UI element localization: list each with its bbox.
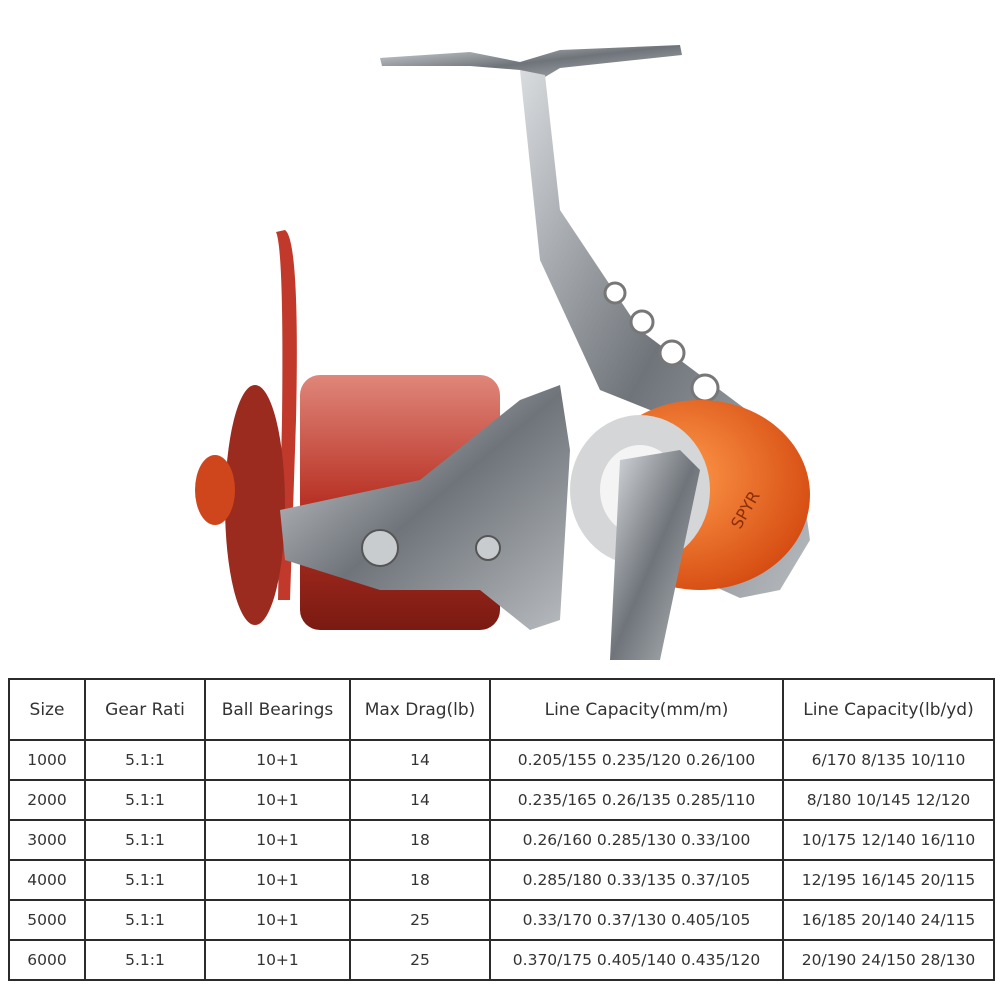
cell-line-capacity-mm: 0.370/175 0.405/140 0.435/120 [489, 939, 784, 981]
header-size: Size [8, 678, 86, 741]
header-ball-bearings: Ball Bearings [204, 678, 351, 741]
cell-max-drag: 14 [349, 739, 491, 781]
cell-gear-ratio: 5.1:1 [84, 939, 206, 981]
header-max-drag: Max Drag(lb) [349, 678, 491, 741]
cell-gear-ratio: 5.1:1 [84, 739, 206, 781]
cell-line-capacity-lb: 20/190 24/150 28/130 [782, 939, 995, 981]
cell-line-capacity-lb: 16/185 20/140 24/115 [782, 899, 995, 941]
cell-size: 2000 [8, 779, 86, 821]
cell-size: 4000 [8, 859, 86, 901]
cell-line-capacity-lb: 6/170 8/135 10/110 [782, 739, 995, 781]
cell-size: 1000 [8, 739, 86, 781]
cell-line-capacity-mm: 0.26/160 0.285/130 0.33/100 [489, 819, 784, 861]
cell-gear-ratio: 5.1:1 [84, 899, 206, 941]
cell-size: 3000 [8, 819, 86, 861]
header-gear-ratio: Gear Rati [84, 678, 206, 741]
cell-ball-bearings: 10+1 [204, 859, 351, 901]
cell-size: 5000 [8, 899, 86, 941]
spec-table: Size Gear Rati Ball Bearings Max Drag(lb… [8, 678, 995, 981]
cell-ball-bearings: 10+1 [204, 939, 351, 981]
cell-line-capacity-mm: 0.285/180 0.33/135 0.37/105 [489, 859, 784, 901]
handle-grip [610, 450, 700, 660]
rotor [280, 385, 570, 630]
cell-line-capacity-mm: 0.235/165 0.26/135 0.285/110 [489, 779, 784, 821]
cell-size: 6000 [8, 939, 86, 981]
cell-ball-bearings: 10+1 [204, 739, 351, 781]
cell-line-capacity-lb: 10/175 12/140 16/110 [782, 819, 995, 861]
cell-max-drag: 18 [349, 819, 491, 861]
cell-max-drag: 25 [349, 899, 491, 941]
cell-gear-ratio: 5.1:1 [84, 859, 206, 901]
cell-max-drag: 18 [349, 859, 491, 901]
cell-ball-bearings: 10+1 [204, 779, 351, 821]
header-line-capacity-mm: Line Capacity(mm/m) [489, 678, 784, 741]
header-line-capacity-lb: Line Capacity(lb/yd) [782, 678, 995, 741]
cell-line-capacity-lb: 12/195 16/145 20/115 [782, 859, 995, 901]
cell-gear-ratio: 5.1:1 [84, 779, 206, 821]
cell-max-drag: 14 [349, 779, 491, 821]
cell-line-capacity-mm: 0.33/170 0.37/130 0.405/105 [489, 899, 784, 941]
handle-knob [380, 45, 682, 80]
cell-ball-bearings: 10+1 [204, 819, 351, 861]
cell-max-drag: 25 [349, 939, 491, 981]
cell-gear-ratio: 5.1:1 [84, 819, 206, 861]
fishing-reel-image: SPYR [195, 45, 810, 660]
table-header-row: Size Gear Rati Ball Bearings Max Drag(lb… [8, 678, 995, 741]
cell-ball-bearings: 10+1 [204, 899, 351, 941]
cell-line-capacity-lb: 8/180 10/145 12/120 [782, 779, 995, 821]
cell-line-capacity-mm: 0.205/155 0.235/120 0.26/100 [489, 739, 784, 781]
